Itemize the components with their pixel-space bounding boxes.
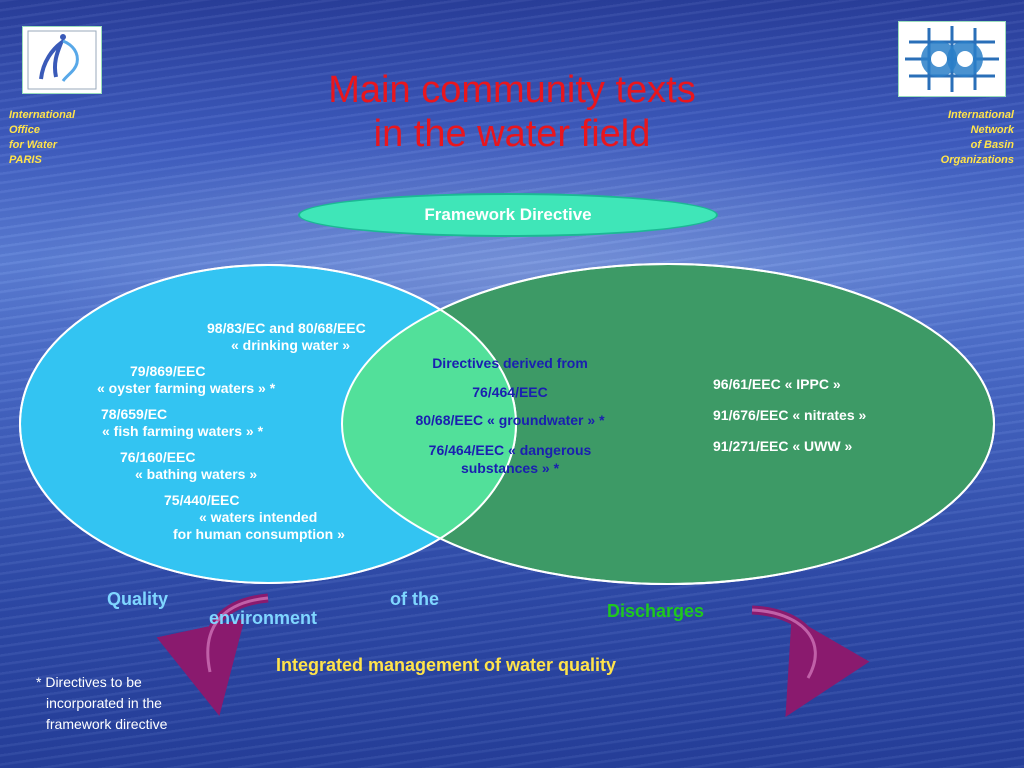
derived-item-3b: substances » *: [460, 460, 560, 476]
derived-heading: Directives derived from: [432, 355, 588, 371]
quality-item-2b: « oyster farming waters » *: [97, 380, 276, 396]
quality-item-5c: for human consumption »: [173, 526, 345, 542]
org-left-label: International Office for Water PARIS: [9, 108, 75, 168]
title-line2: in the water field: [373, 113, 651, 155]
title-line1: Main community texts: [328, 69, 696, 111]
discharge-item-3: 91/271/EEC « UWW »: [713, 438, 853, 454]
org-left-line4: PARIS: [9, 154, 42, 166]
quality-item-5a: 75/440/EEC: [164, 492, 240, 508]
org-right-line2: Network: [970, 124, 1014, 136]
quality-item-3a: 78/659/EC: [101, 406, 168, 422]
quality-item-5b: « waters intended: [199, 509, 318, 525]
footnote-line1: * Directives to be: [36, 674, 142, 690]
org-right-line4: Organizations: [940, 154, 1014, 166]
org-right-line1: International: [947, 109, 1014, 121]
environment-label: environment: [209, 608, 318, 628]
org-left-line1: International: [9, 109, 76, 121]
slide-title: Main community texts in the water field: [262, 68, 762, 156]
footnote-line2: incorporated in the: [46, 695, 162, 711]
org-right-line3: of Basin: [970, 139, 1014, 151]
of-the-label: of the: [390, 589, 439, 609]
quality-item-4b: « bathing waters »: [135, 466, 258, 482]
framework-directive-pill: Framework Directive: [298, 193, 718, 237]
org-left-line3: for Water: [9, 139, 58, 151]
integrated-management-label: Integrated management of water quality: [276, 655, 617, 675]
iowater-logo-icon: [27, 30, 97, 90]
org-left-line2: Office: [9, 124, 40, 136]
discharge-item-1: 96/61/EEC « IPPC »: [713, 376, 841, 392]
quality-item-1b: « drinking water »: [231, 337, 351, 353]
iowater-logo: [22, 26, 102, 94]
derived-item-1: 76/464/EEC: [472, 384, 548, 400]
discharges-label: Discharges: [607, 601, 705, 621]
quality-item-4a: 76/160/EEC: [120, 449, 196, 465]
inbo-globe-icon: [905, 26, 999, 92]
derived-item-3a: 76/464/EEC « dangerous: [428, 442, 592, 458]
derived-item-2: 80/68/EEC « groundwater » *: [415, 412, 605, 428]
org-right-label: International Network of Basin Organizat…: [941, 108, 1014, 168]
discharge-item-2: 91/676/EEC « nitrates »: [713, 407, 867, 423]
footnote: * Directives to be incorporated in the f…: [36, 672, 167, 735]
quality-item-2a: 79/869/EEC: [130, 363, 206, 379]
footnote-line3: framework directive: [46, 716, 168, 732]
quality-item-3b: « fish farming waters » *: [102, 423, 264, 439]
right-curved-arrow: [751, 605, 870, 717]
quality-label: Quality: [107, 589, 169, 609]
inbo-logo: [898, 21, 1006, 97]
quality-item-1a: 98/83/EC and 80/68/EEC: [207, 320, 366, 336]
